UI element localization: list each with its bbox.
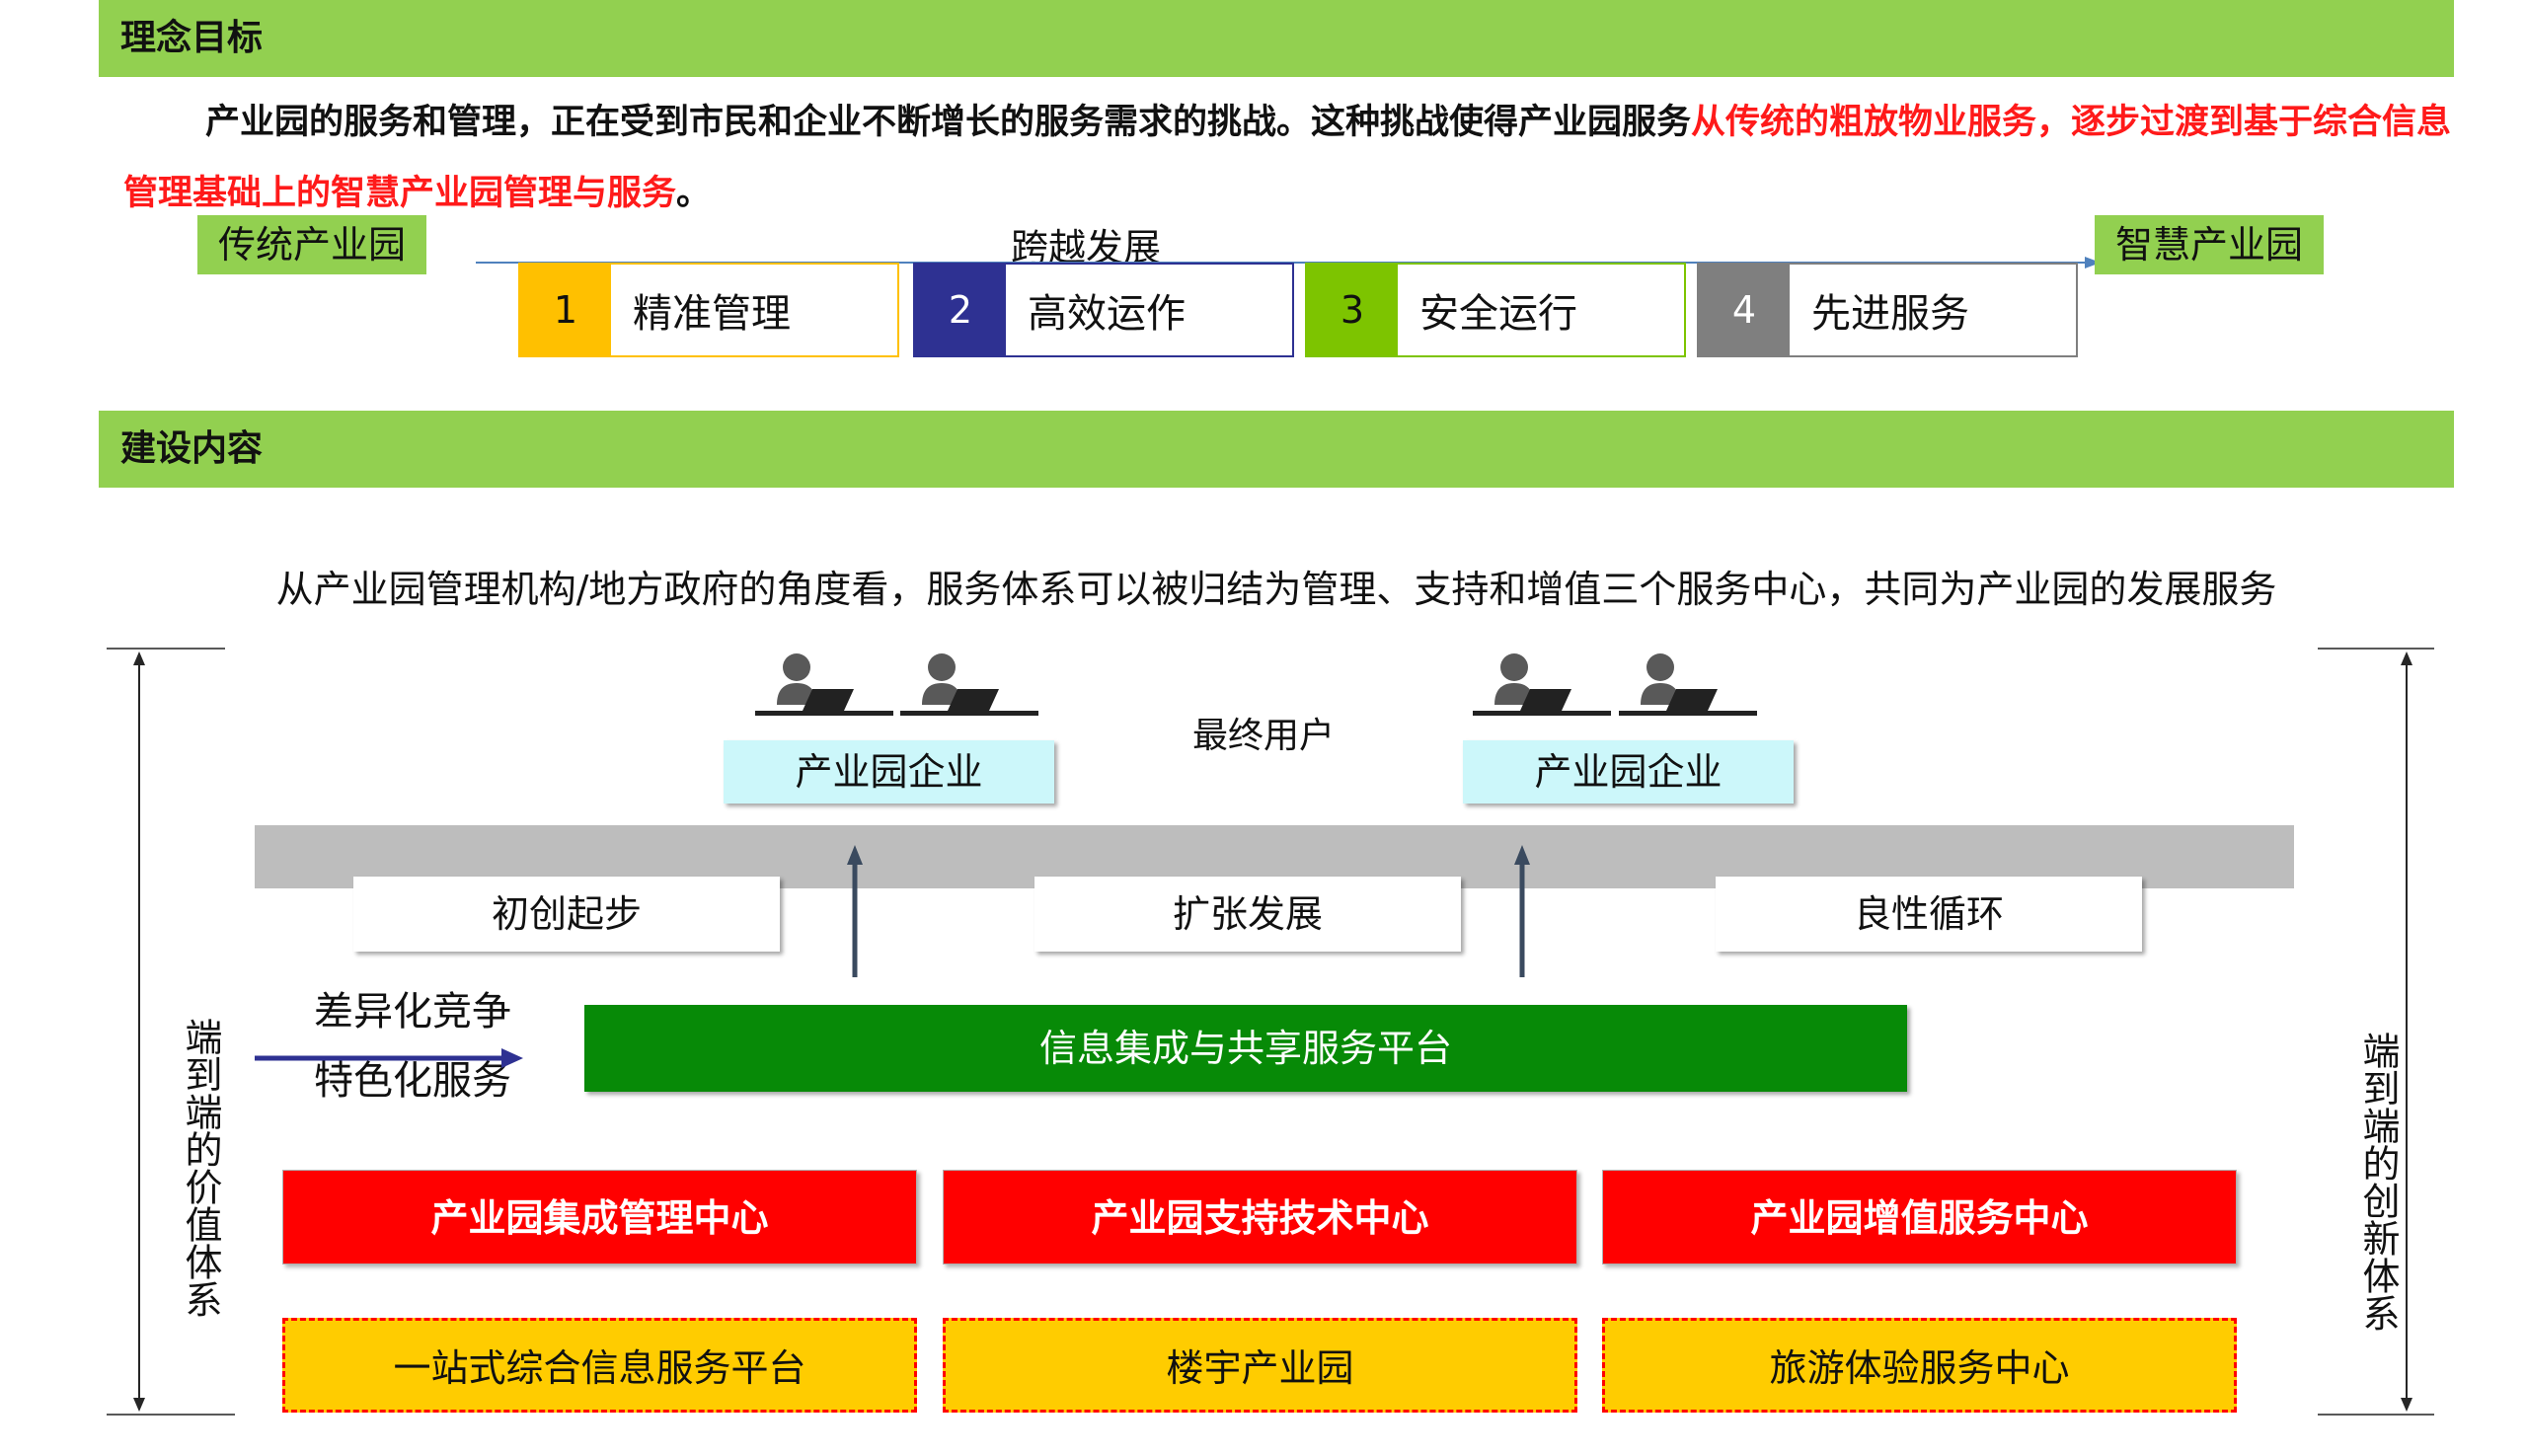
smart-park-tag: 智慧产业园 [2095,215,2324,274]
enterprise-box-left: 产业园企业 [724,740,1054,804]
construction-description: 从产业园管理机构/地方政府的角度看，服务体系可以被归结为管理、支持和增值三个服务… [275,568,2277,611]
step-advanced-service: 4 先进服务 [1697,263,2078,357]
differentiation-text: 差异化竞争 特色化服务 [314,977,571,1115]
section-title-concept: 理念目标 [120,18,264,58]
information-platform: 信息集成与共享服务平台 [584,1005,1907,1092]
user-at-laptop-icon [900,653,1038,716]
section-title-construction: 建设内容 [120,428,264,469]
step-number: 3 [1307,265,1398,355]
step-safe-operation: 3 安全运行 [1305,263,1686,357]
step-number: 1 [520,265,611,355]
intro-text-end: 。 [676,174,712,213]
step-label: 精准管理 [633,291,791,337]
step-number: 4 [1699,265,1790,355]
traditional-park-tag: 传统产业园 [197,215,426,274]
left-range-bracket [107,648,235,1416]
innovation-system-label: 端到端的创新体系 [2356,1032,2400,1332]
differentiation-line-2: 特色化服务 [314,1058,511,1104]
one-stop-info-platform: 一站式综合信息服务平台 [282,1318,917,1413]
intro-text-black: 产业园的服务和管理，正在受到市民和企业不断增长的服务需求的挑战。这种挑战使得产业… [205,103,1692,142]
right-range-bracket [2318,648,2434,1416]
user-at-laptop-icon [755,653,893,716]
step-label: 先进服务 [1811,291,1969,337]
value-system-label: 端到端的价值体系 [179,1018,222,1318]
enterprise-box-right: 产业园企业 [1463,740,1794,804]
step-precise-management: 1 精准管理 [518,263,899,357]
up-arrow-icon [847,845,863,977]
user-at-laptop-icon [1619,653,1757,716]
differentiation-arrow [255,1048,523,1068]
step-label: 高效运作 [1028,291,1186,337]
integrated-management-center: 产业园集成管理中心 [282,1170,917,1264]
stage-expansion: 扩张发展 [1034,877,1461,952]
up-arrow-icon [1514,845,1530,977]
intro-paragraph: 产业园的服务和管理，正在受到市民和企业不断增长的服务需求的挑战。这种挑战使得产业… [123,87,2453,229]
step-label: 安全运行 [1419,291,1577,337]
section-header-construction: 建设内容 [99,411,2454,488]
end-users-label: 最终用户 [1191,716,1335,756]
step-efficient-operation: 2 高效运作 [913,263,1294,357]
differentiation-line-1: 差异化竞争 [314,989,511,1035]
intro-text-red: 从传统的粗放物业服务，逐步过渡到基于综合信息管理基础上的智慧产业园管理与服务 [123,103,2452,213]
building-industrial-park: 楼宇产业园 [943,1318,1577,1413]
section-header-concept: 理念目标 [99,0,2454,77]
value-added-service-center: 产业园增值服务中心 [1602,1170,2237,1264]
user-at-laptop-icon [1473,653,1611,716]
tourism-experience-center: 旅游体验服务中心 [1602,1318,2237,1413]
step-number: 2 [915,265,1006,355]
stage-startup: 初创起步 [353,877,780,952]
stage-virtuous-cycle: 良性循环 [1716,877,2142,952]
technical-support-center: 产业园支持技术中心 [943,1170,1577,1264]
